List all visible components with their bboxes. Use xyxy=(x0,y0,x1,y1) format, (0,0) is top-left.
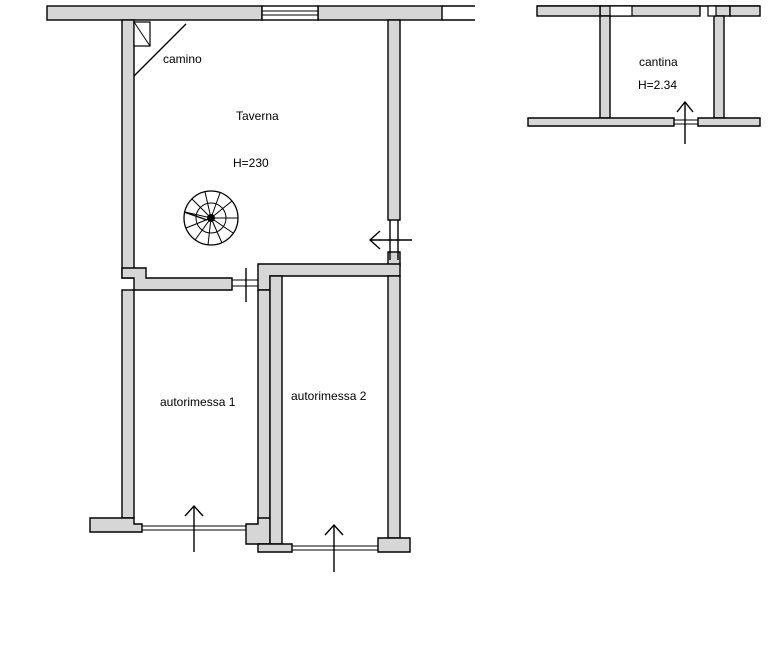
taverna-height-label: H=230 xyxy=(233,156,269,170)
taverna-label: Taverna xyxy=(236,109,279,123)
cantina-height-label: H=2.34 xyxy=(638,78,677,92)
autorimessa-1-label: autorimessa 1 xyxy=(160,395,236,409)
entrance-arrow-icon xyxy=(368,220,412,260)
entrance-arrow-icon xyxy=(676,100,694,144)
autorimessa-2-label: autorimessa 2 xyxy=(291,389,367,403)
garage2-door-icon xyxy=(292,545,378,551)
garage2-bottom-left-wall xyxy=(257,543,293,553)
taverna-left-wall xyxy=(121,19,135,279)
garage1-bottom-right-wall xyxy=(245,517,271,545)
camino-label: camino xyxy=(163,52,202,66)
taverna-right-wall xyxy=(387,19,401,221)
garage2-left-wall xyxy=(269,275,283,545)
door-taverna-garage-icon xyxy=(232,268,258,302)
cantina-window-icon xyxy=(609,5,717,17)
garage1-left-wall xyxy=(121,289,135,519)
entrance-arrow-icon xyxy=(184,504,204,552)
spiral-staircase-icon xyxy=(183,190,239,246)
garage1-bottom-left-wall xyxy=(89,517,143,533)
top-boundary-wall xyxy=(46,5,475,21)
cantina-label: cantina xyxy=(639,55,678,69)
garage1-right-wall xyxy=(257,289,271,529)
cantina-door-icon xyxy=(674,119,698,125)
taverna-bottom-wall xyxy=(121,267,233,291)
garage2-bottom-right-wall xyxy=(377,537,411,553)
entrance-arrow-icon xyxy=(324,523,344,572)
fireplace-icon xyxy=(133,21,187,77)
window-icon xyxy=(261,5,319,21)
garage2-right-wall xyxy=(387,275,401,539)
